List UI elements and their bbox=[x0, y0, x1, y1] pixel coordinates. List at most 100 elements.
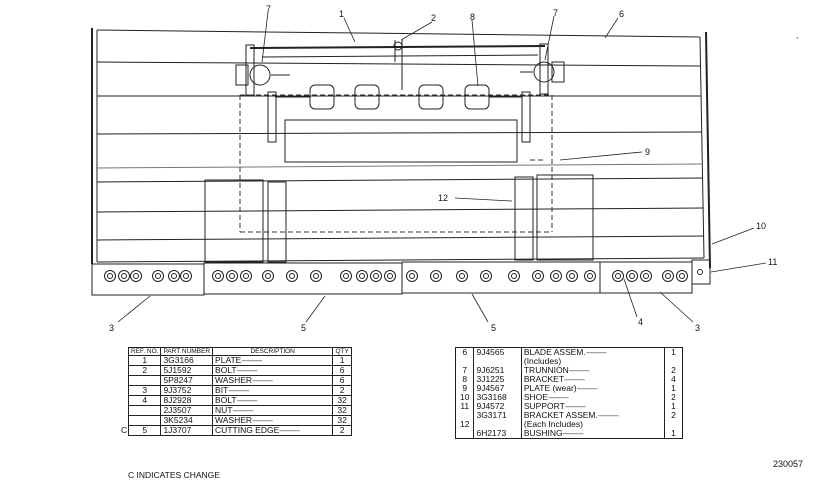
part-number-cell: 3G3168 bbox=[473, 393, 522, 402]
bolt-head bbox=[104, 270, 116, 282]
qty-cell: 2 bbox=[664, 393, 683, 402]
callout-6: 6 bbox=[619, 9, 624, 19]
bolt-head bbox=[118, 270, 130, 282]
bolt-center bbox=[121, 273, 127, 279]
leader-dashes: ----------- bbox=[232, 405, 254, 415]
callout-7-right: 7 bbox=[553, 8, 558, 18]
ref-cell: 3 bbox=[127, 385, 162, 396]
bolt-center bbox=[643, 273, 649, 279]
part-number-cell: 8J2928 bbox=[160, 395, 214, 406]
description-text: WASHER bbox=[215, 375, 253, 385]
callout-2: 2 bbox=[431, 13, 436, 23]
qty-cell: 32 bbox=[332, 415, 352, 426]
ref-cell: 4 bbox=[127, 395, 162, 406]
bolt-head bbox=[626, 270, 638, 282]
bolt-head bbox=[310, 270, 322, 282]
callout-11: 11 bbox=[768, 257, 777, 267]
description-cell: WASHER----------- bbox=[212, 375, 334, 386]
leader-dashes: ----------- bbox=[547, 392, 569, 402]
description-text: PLATE bbox=[215, 355, 242, 365]
qty-cell: 2 bbox=[664, 411, 683, 420]
table-row: (Includes) bbox=[454, 356, 683, 366]
bolt-head bbox=[180, 270, 192, 282]
bolt-head bbox=[508, 270, 520, 282]
table-row: 12(Each Includes) bbox=[454, 420, 683, 429]
bolt-center bbox=[569, 273, 575, 279]
ref-cell: 11 bbox=[454, 402, 475, 411]
description-cell: BUSHING----------- bbox=[520, 428, 666, 439]
bolt-head bbox=[226, 270, 238, 282]
ref-text: 5 bbox=[142, 425, 148, 435]
bolt-head bbox=[676, 270, 688, 282]
description-cell: TRUNNION----------- bbox=[520, 365, 666, 375]
description-text: WASHER bbox=[215, 415, 253, 425]
description-text: CUTTING EDGE bbox=[215, 425, 280, 435]
callout-3-right: 3 bbox=[695, 323, 700, 333]
ref-cell bbox=[127, 415, 162, 426]
bolt-head bbox=[262, 270, 274, 282]
description-text: PLATE (wear) bbox=[523, 383, 577, 393]
top-link-bar bbox=[249, 40, 546, 90]
bolt-center bbox=[459, 273, 465, 279]
ref-cell bbox=[454, 429, 475, 439]
bolt-center bbox=[665, 273, 671, 279]
bolt-center bbox=[387, 273, 393, 279]
bolt-head bbox=[612, 270, 624, 282]
description-text: (Includes) bbox=[523, 356, 562, 366]
part-number-cell: 6H2173 bbox=[473, 429, 522, 439]
shoe-left bbox=[204, 179, 287, 263]
qty-cell: 4 bbox=[664, 375, 683, 384]
qty-cell: 2 bbox=[664, 366, 683, 375]
leader-dashes: ----------- bbox=[228, 385, 249, 395]
description-text: TRUNNION bbox=[523, 365, 569, 375]
bolt-head bbox=[384, 270, 396, 282]
bolt-center bbox=[289, 273, 295, 279]
description-cell: (Includes) bbox=[520, 356, 666, 366]
leader-dashes: ----------- bbox=[568, 365, 590, 375]
bolt-head bbox=[286, 270, 298, 282]
corner-mark: , bbox=[796, 31, 798, 40]
bolt-row bbox=[104, 270, 688, 282]
change-footnote: C INDICATES CHANGE bbox=[128, 470, 220, 480]
part-number-cell: 9J6251 bbox=[473, 366, 522, 375]
description-text: BOLT bbox=[215, 365, 237, 375]
description-cell: SHOE----------- bbox=[520, 392, 666, 402]
bolt-center bbox=[215, 273, 221, 279]
bolt-center bbox=[511, 273, 517, 279]
bolt-head bbox=[130, 270, 142, 282]
bolt-head bbox=[584, 270, 596, 282]
drawing-number: 230057 bbox=[773, 459, 804, 469]
qty-cell bbox=[664, 357, 683, 366]
leader-dashes: ----------- bbox=[562, 428, 584, 438]
part-number-cell: 9J3752 bbox=[160, 385, 214, 396]
ref-cell: 8 bbox=[454, 375, 475, 384]
callout-8: 8 bbox=[470, 12, 475, 22]
leader-dashes: ----------- bbox=[241, 355, 262, 365]
bolt-center bbox=[629, 273, 635, 279]
bolt-head bbox=[152, 270, 164, 282]
description-text: BIT bbox=[215, 385, 229, 395]
leader-dashes: ----------- bbox=[252, 415, 273, 425]
description-cell: (Each Includes) bbox=[520, 420, 666, 429]
bolt-center bbox=[553, 273, 559, 279]
part-number-cell: 2J3507 bbox=[160, 405, 214, 416]
bolt-center bbox=[679, 273, 685, 279]
description-cell: PLATE----------- bbox=[212, 355, 334, 366]
callout-3-left: 3 bbox=[109, 323, 114, 333]
description-cell: WASHER----------- bbox=[212, 415, 334, 426]
description-text: NUT bbox=[215, 405, 233, 415]
bolt-center bbox=[313, 273, 319, 279]
callout-10: 10 bbox=[756, 221, 766, 231]
part-number-cell: 3G3166 bbox=[160, 355, 214, 366]
callout-5-right: 5 bbox=[491, 323, 496, 333]
wear-plate bbox=[284, 119, 518, 163]
